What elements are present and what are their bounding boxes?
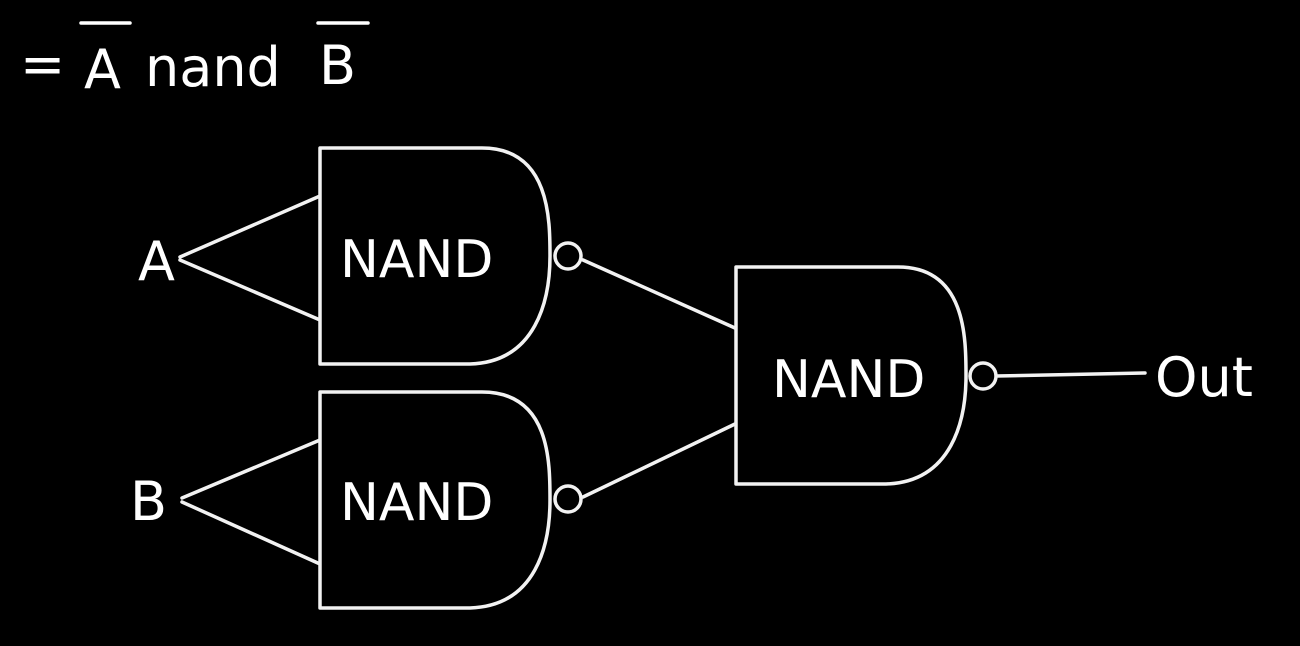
- nand-gate-top-bubble: [553, 241, 583, 271]
- formula: = A nand B: [20, 21, 370, 101]
- wire-b-to-bottom-gate-lower: [180, 500, 322, 566]
- nand-gate-output-bubble: [968, 361, 998, 391]
- formula-right-operand: B: [319, 34, 356, 97]
- input-b-wires: [180, 438, 322, 566]
- nand-gate-top: NAND: [318, 146, 583, 366]
- nand-gate-bottom-bubble: [553, 484, 583, 514]
- wire-bottom-gate-to-output-gate: [581, 422, 737, 499]
- nand-gate-output-body: [734, 265, 968, 486]
- nand-gate-bottom: NAND: [318, 390, 583, 610]
- wire-top-gate-to-output-gate: [581, 258, 737, 330]
- wire-output: [994, 371, 1147, 378]
- wire-a-to-top-gate-lower: [178, 258, 322, 322]
- nand-gate-top-label: NAND: [340, 230, 493, 290]
- input-b-label: B: [130, 470, 167, 533]
- nand-gate-output-label: NAND: [772, 350, 925, 410]
- nand-gate-top-body: [318, 146, 552, 366]
- nand-gate-bottom-body: [318, 390, 552, 610]
- output-label: Out: [1155, 346, 1253, 409]
- input-a-label: A: [138, 230, 175, 293]
- wire-b-to-bottom-gate-upper: [180, 438, 322, 500]
- formula-left-operand: A: [84, 38, 121, 101]
- input-a-wires: [178, 194, 322, 322]
- wire-a-to-top-gate-upper: [178, 194, 322, 259]
- formula-equals: =: [20, 33, 65, 96]
- formula-operator: nand: [145, 36, 281, 99]
- nand-gate-bottom-label: NAND: [340, 473, 493, 533]
- nand-gate-output: NAND: [734, 265, 998, 486]
